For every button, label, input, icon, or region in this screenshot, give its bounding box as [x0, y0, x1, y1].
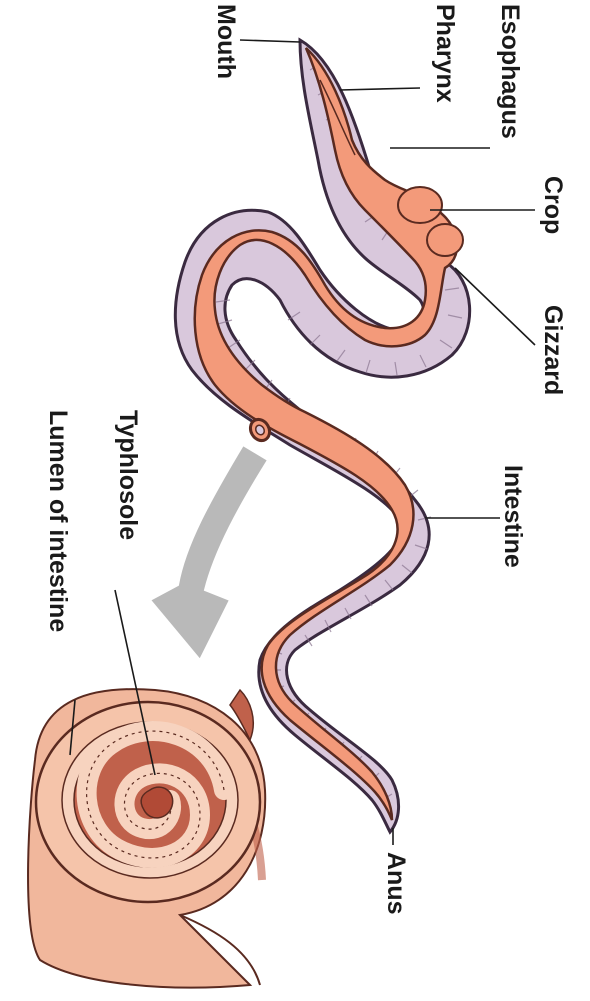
- label-esophagus: Esophagus: [497, 4, 522, 139]
- label-mouth: Mouth: [213, 4, 238, 79]
- zoom-arrow: [150, 445, 268, 660]
- label-pharynx: Pharynx: [432, 4, 457, 103]
- label-intestine: Intestine: [500, 465, 525, 568]
- leader-mouth: [240, 40, 300, 42]
- label-lumen: Lumen of intestine: [45, 410, 70, 632]
- label-gizzard: Gizzard: [540, 305, 565, 395]
- leader-pharynx: [340, 88, 420, 90]
- label-anus: Anus: [383, 852, 408, 915]
- label-crop: Crop: [540, 176, 565, 234]
- label-typhlosole: Typhlosole: [115, 410, 140, 540]
